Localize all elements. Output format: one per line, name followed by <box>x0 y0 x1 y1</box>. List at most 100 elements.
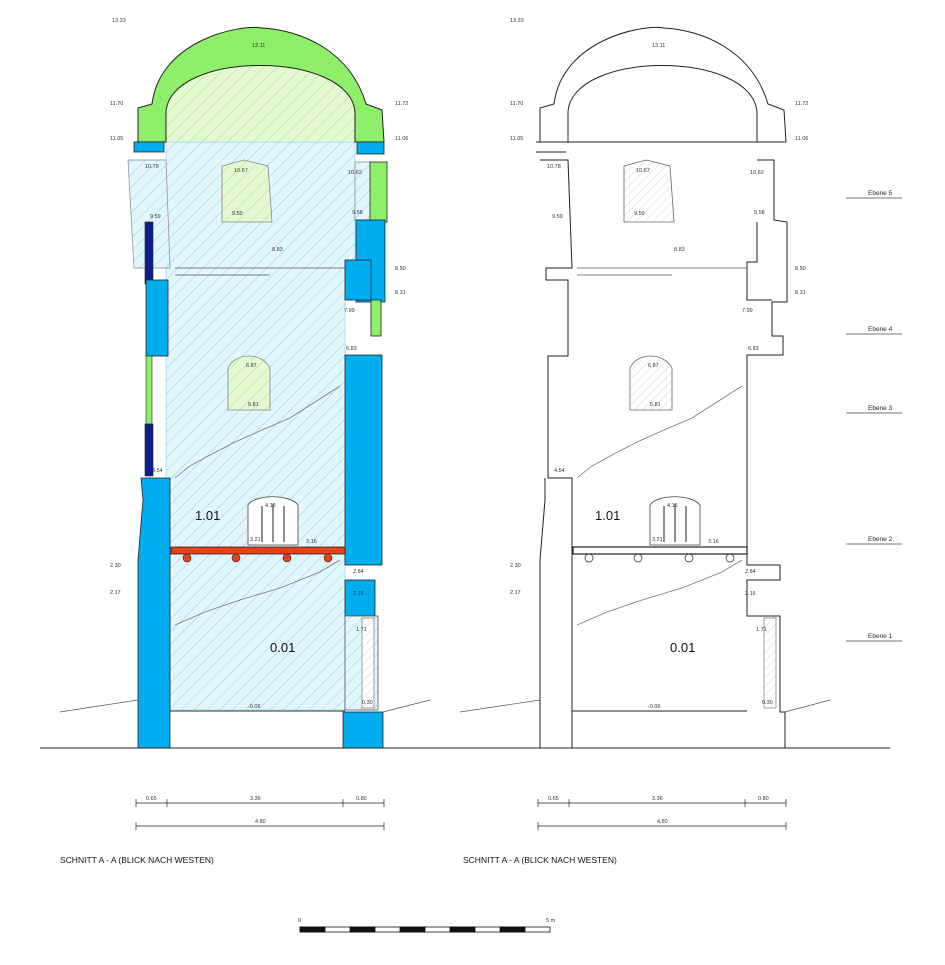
lower-stair <box>174 559 341 626</box>
upper-window <box>221 159 273 223</box>
elevation-label: 13.33 <box>510 18 524 24</box>
scale-end: 5 m <box>546 918 556 924</box>
middle-window <box>227 355 271 411</box>
elevation-label: 9.59 <box>552 214 563 220</box>
dome-shell <box>137 26 385 143</box>
elevation-label: 3.16 <box>306 539 317 545</box>
scale-start: 0 <box>298 918 301 924</box>
level-label: Ebene 1 <box>868 633 893 640</box>
elevation-label: 5.81 <box>650 402 661 408</box>
right-green-small <box>370 299 382 337</box>
dim-label: 0.80 <box>356 796 367 802</box>
elevation-label: 9.58 <box>754 210 765 216</box>
left-wall-outline <box>539 159 573 749</box>
outline-section <box>459 26 890 749</box>
level-label: Ebene 2 <box>868 536 893 543</box>
elevation-label: 9.59 <box>634 211 645 217</box>
ring-beam-left <box>133 141 165 153</box>
elevation-label: 6.87 <box>246 363 257 369</box>
elevation-label: 10.67 <box>234 168 248 174</box>
elevation-label: 5.81 <box>248 402 259 408</box>
elevation-label: 1.71 <box>756 627 767 633</box>
lower-window-bars <box>261 504 285 542</box>
interior-hatch <box>165 141 356 711</box>
ring-beam-right <box>356 141 385 155</box>
elevation-label: 2.17 <box>510 590 521 596</box>
dimension-chains <box>135 799 787 830</box>
dim-label: 0.65 <box>146 796 157 802</box>
outline-floor <box>572 546 748 555</box>
left-darkblue-2 <box>144 423 154 477</box>
elevation-label: 2.30 <box>510 563 521 569</box>
elevation-label: 10.78 <box>145 164 159 170</box>
outline-upper-window <box>623 159 675 223</box>
elevation-label: 0.30 <box>762 700 773 706</box>
elevation-label: 4.54 <box>152 468 163 474</box>
level-label: Ebene 4 <box>868 326 893 333</box>
outline-joists <box>584 553 735 563</box>
elevation-label: 2.17 <box>110 590 121 596</box>
elevation-label: 11.70 <box>510 101 523 107</box>
elevation-label: 8.50 <box>395 266 406 272</box>
elevation-label: 7.99 <box>344 308 355 314</box>
upper-left-wall-hatch <box>127 159 171 269</box>
elevation-label: 4.54 <box>554 468 565 474</box>
upper-stair <box>174 385 341 479</box>
right-wall-blue-4 <box>344 579 376 617</box>
right-wall-blue-2 <box>344 259 372 301</box>
elevation-label: 7.99 <box>742 308 753 314</box>
elevation-label: 8.50 <box>795 266 806 272</box>
dim-label: 4.80 <box>255 819 266 825</box>
elevation-label: 11.05 <box>510 136 523 142</box>
level-label: Ebene 3 <box>868 405 893 412</box>
elevation-label: 8.31 <box>395 290 406 296</box>
elevation-label: 9.58 <box>352 210 363 216</box>
right-wall-blue-3 <box>344 354 383 566</box>
section-caption: SCHNITT A - A (BLICK NACH WESTEN) <box>463 855 617 865</box>
elevation-label: 13.11 <box>652 43 665 49</box>
elevation-labels-right: 13.33 13.11 11.70 11.72 11.05 11.06 10.6… <box>510 18 808 710</box>
right-wall-outline <box>746 159 788 748</box>
right-green-strip <box>369 161 388 223</box>
left-green-strip <box>145 355 153 425</box>
left-wall-blue-1 <box>145 279 169 357</box>
elevation-label: 9.59 <box>232 211 243 217</box>
dim-label: 0.80 <box>758 796 769 802</box>
elevation-label: 10.78 <box>547 164 561 170</box>
floor-beam <box>170 546 346 555</box>
outline-door-leaf <box>763 617 777 709</box>
elevation-label: -0.06 <box>648 704 661 710</box>
elevation-label: 3.21 <box>250 537 261 543</box>
room-label: 1.01 <box>195 508 220 523</box>
elevation-label: 8.83 <box>674 247 685 253</box>
elevation-label: 2.16 <box>353 591 364 597</box>
elevation-label: 2.30 <box>110 563 121 569</box>
room-label: 0.01 <box>670 640 695 655</box>
left-darkblue-1 <box>144 221 154 285</box>
elevation-labels-left: 13.33 13.11 11.70 11.72 11.05 11.06 10.6… <box>110 18 408 710</box>
outline-lower-window <box>649 496 701 546</box>
elevation-label: 13.33 <box>112 18 126 24</box>
elevation-label: 10.62 <box>750 170 764 176</box>
elevation-label: 11.05 <box>110 136 123 142</box>
beam-joists <box>182 553 333 563</box>
elevation-label: 10.67 <box>636 168 650 174</box>
elevation-label: 11.06 <box>795 136 808 142</box>
level-label: Ebene 5 <box>868 190 893 197</box>
elevation-label: 9.59 <box>150 214 161 220</box>
elevation-label: 4.15 <box>667 503 678 509</box>
elevation-label: 6.83 <box>346 346 357 352</box>
elevation-label: 8.83 <box>272 247 283 253</box>
elevation-label: 2.84 <box>745 569 756 575</box>
elevation-label: 13.11 <box>252 43 265 49</box>
elevation-label: -0.06 <box>248 704 261 710</box>
elevation-label: 1.71 <box>356 627 367 633</box>
elevation-label: 6.83 <box>748 346 759 352</box>
dim-label: 0.65 <box>548 796 559 802</box>
elevation-label: 2.84 <box>353 569 364 575</box>
elevation-label: 10.62 <box>348 170 362 176</box>
elevation-label: 3.16 <box>708 539 719 545</box>
elevation-label: 4.15 <box>265 503 276 509</box>
elevation-label: 11.06 <box>395 136 408 142</box>
